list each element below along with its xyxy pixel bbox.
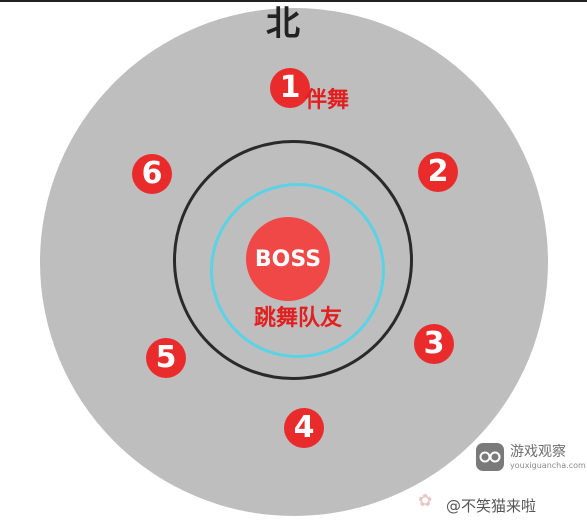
dance-teammate-label: 跳舞队友 xyxy=(254,305,343,331)
position-marker-4: 4 xyxy=(284,408,324,448)
position-marker-3: 3 xyxy=(414,324,454,364)
position-number-6: 6 xyxy=(141,156,163,191)
watermark-site-url: youxiguancha.com xyxy=(510,461,586,470)
position-marker-5: 5 xyxy=(146,338,186,378)
outer-boundary-ring xyxy=(173,140,413,380)
position-number-2: 2 xyxy=(427,154,449,189)
backup-dancer-label: 伴舞 xyxy=(305,87,350,113)
boss-marker: BOSS xyxy=(246,217,330,301)
inner-dance-ring xyxy=(210,183,385,358)
position-number-1: 1 xyxy=(279,70,301,105)
position-marker-6: 6 xyxy=(132,154,172,194)
north-direction-label: 北 xyxy=(266,4,300,44)
watermark-logo-icon xyxy=(476,443,504,471)
position-number-3: 3 xyxy=(423,326,445,361)
watermark-weibo-handle: @不笑猫来啦 xyxy=(446,497,537,515)
weibo-icon: ✿ xyxy=(418,491,433,511)
watermark-site-name: 游戏观察 xyxy=(510,444,566,460)
position-number-5: 5 xyxy=(155,340,177,375)
position-number-4: 4 xyxy=(293,410,315,445)
position-marker-2: 2 xyxy=(418,152,458,192)
position-marker-1: 1 xyxy=(270,68,310,108)
top-border-line xyxy=(0,0,587,2)
boss-label: BOSS xyxy=(254,246,322,272)
